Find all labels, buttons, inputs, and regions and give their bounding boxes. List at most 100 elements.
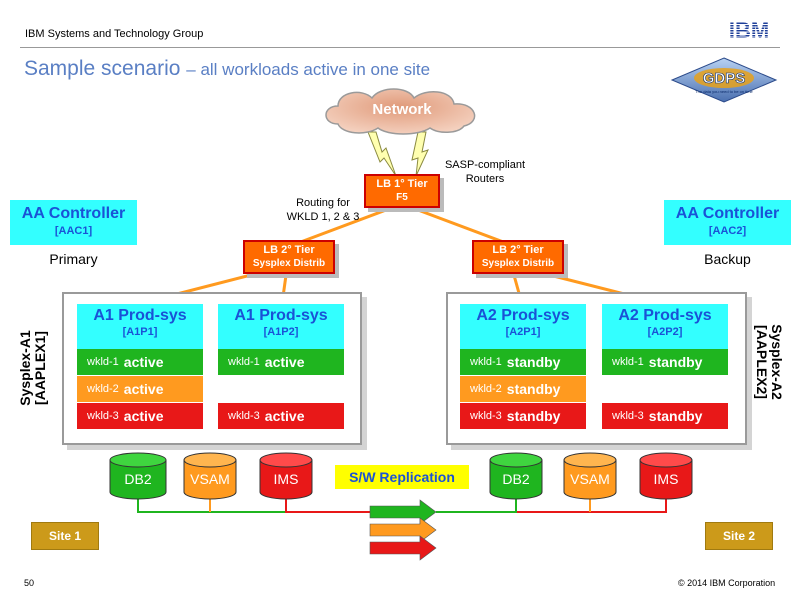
prod-sys-id: [A1P2] — [263, 326, 299, 338]
sysplex-a1-label: Sysplex-A1 [AAPLEX1] — [17, 328, 50, 408]
workload-row: wkld-3 active — [218, 403, 344, 429]
sysplex-a1-id: [AAPLEX1] — [32, 331, 48, 405]
db-label: DB2 — [502, 471, 530, 487]
lb2-left-sub: Sysplex Distrib — [252, 258, 326, 269]
ims-site1-cylinder-icon — [259, 452, 313, 500]
database-cylinders — [109, 452, 693, 500]
db2-site1-cylinder-icon — [109, 452, 167, 500]
prod-sys-a2p2: A2 Prod-sys [A2P2] — [602, 304, 728, 349]
replication-arrow-ims-icon — [369, 535, 437, 561]
title-main: Sample scenario — [24, 57, 181, 80]
lb2-left-label: LB 2° Tier — [263, 244, 315, 256]
prod-sys-id: [A2P1] — [505, 326, 541, 338]
routing-note: Routing for WKLD 1, 2 & 3 — [270, 196, 376, 224]
workload-row: wkld-2 active — [77, 376, 203, 402]
workload-row: wkld-3 standby — [602, 403, 728, 429]
lightning-left-icon — [367, 131, 397, 177]
title-sub: – all workloads active in one site — [186, 60, 431, 79]
site-2-label: Site 2 — [705, 522, 773, 550]
lb1-label: LB 1° Tier — [376, 178, 428, 190]
link-lb1-lb2-left — [289, 202, 403, 248]
workload-name: wkld-1 — [612, 356, 644, 368]
prod-sys-a2p1: A2 Prod-sys [A2P1] — [460, 304, 586, 349]
routing-note-line2: WKLD 1, 2 & 3 — [286, 211, 360, 223]
lb2-right-label: LB 2° Tier — [492, 244, 544, 256]
lb2-right-sub: Sysplex Distrib — [481, 258, 555, 269]
prod-sys-a1p1: A1 Prod-sys [A1P1] — [77, 304, 203, 349]
prod-sys-id: [A1P1] — [122, 326, 158, 338]
prod-sys-title: A1 Prod-sys — [234, 307, 328, 324]
gdps-text: GDPS — [703, 70, 746, 87]
ibm-logo-text: IBM — [729, 20, 769, 40]
site-1-label: Site 1 — [31, 522, 99, 550]
workload-name: wkld-2 — [87, 383, 119, 395]
replication-line-db2-right — [436, 496, 517, 513]
db-label: DB2 — [124, 471, 152, 487]
replication-label: S/W Replication — [335, 465, 469, 489]
workload-name: wkld-2 — [470, 383, 502, 395]
prod-sys-title: A2 Prod-sys — [618, 307, 712, 324]
lightning-right-icon — [411, 131, 429, 177]
network-label: Network — [372, 101, 432, 118]
replication-arrow-vsam-icon — [369, 517, 437, 543]
prod-sys-a1p2: A1 Prod-sys [A1P2] — [218, 304, 344, 349]
workload-row: wkld-2 standby — [460, 376, 586, 402]
lb2-right-box: LB 2° Tier Sysplex Distrib — [472, 240, 564, 274]
db-label: VSAM — [190, 471, 230, 487]
sysplex-a2-name: Sysplex-A2 — [769, 324, 785, 400]
db-label: IMS — [273, 471, 299, 487]
workload-status: standby — [648, 354, 703, 370]
workload-row: wkld-1 active — [77, 349, 203, 375]
sysplex-a1-name: Sysplex-A1 — [17, 330, 33, 406]
page-number: 50 — [24, 578, 35, 588]
ibm-logo: IBM — [729, 20, 769, 40]
routers-note-line1: SASP-compliant — [444, 159, 526, 171]
prod-sys-title: A2 Prod-sys — [476, 307, 570, 324]
copyright: © 2014 IBM Corporation — [678, 578, 776, 588]
aa-controller-id: [AAC2] — [708, 225, 747, 237]
workload-row: wkld-1 standby — [602, 349, 728, 375]
db2-site2-cylinder-icon — [489, 452, 543, 500]
gdps-badge: GDPS The data you need to be on time — [670, 57, 778, 103]
aa-controller-backup: AA Controller [AAC2] — [664, 200, 791, 245]
prod-sys-id: [A2P2] — [647, 326, 683, 338]
db-label: VSAM — [570, 471, 610, 487]
workload-row: wkld-1 active — [218, 349, 344, 375]
group-name: IBM Systems and Technology Group — [25, 28, 204, 40]
header-divider — [20, 47, 780, 48]
controller-role-backup: Backup — [704, 251, 751, 267]
vsam-site2-cylinder-icon — [563, 452, 617, 500]
workload-status: active — [123, 354, 164, 370]
lb1-tier-box: LB 1° Tier F5 — [364, 174, 440, 208]
workload-name: wkld-3 — [612, 410, 644, 422]
aa-controller-primary: AA Controller [AAC1] — [10, 200, 137, 245]
lb1-vendor: F5 — [396, 192, 408, 203]
workload-name: wkld-3 — [87, 410, 119, 422]
controller-role-primary: Primary — [49, 251, 98, 267]
workload-row: wkld-1 standby — [460, 349, 586, 375]
workload-row: wkld-3 active — [77, 403, 203, 429]
workload-status: active — [264, 408, 305, 424]
gdps-tagline: The data you need to be on time — [695, 89, 753, 94]
workload-row: wkld-3 standby — [460, 403, 586, 429]
routers-note: SASP-compliant Routers — [430, 158, 540, 186]
db-label: IMS — [653, 471, 679, 487]
link-lb1-lb2-right — [401, 202, 515, 248]
sysplex-a2-id: [AAPLEX2] — [754, 325, 770, 399]
workload-status: standby — [506, 354, 561, 370]
workload-name: wkld-3 — [228, 410, 260, 422]
workload-status: standby — [648, 408, 703, 424]
workload-name: wkld-3 — [470, 410, 502, 422]
workload-status: active — [123, 381, 164, 397]
sysplex-a2-label: Sysplex-A2 [AAPLEX2] — [752, 322, 785, 402]
lb2-left-box: LB 2° Tier Sysplex Distrib — [243, 240, 335, 274]
replication-arrow-db2-icon — [369, 499, 437, 525]
workload-name: wkld-1 — [228, 356, 260, 368]
prod-sys-title: A1 Prod-sys — [93, 307, 187, 324]
workload-name: wkld-1 — [87, 356, 119, 368]
routing-note-line1: Routing for — [296, 197, 350, 209]
routers-note-line2: Routers — [465, 173, 505, 185]
ims-site2-cylinder-icon — [639, 452, 693, 500]
workload-status: active — [123, 408, 164, 424]
aa-controller-id: [AAC1] — [54, 225, 93, 237]
